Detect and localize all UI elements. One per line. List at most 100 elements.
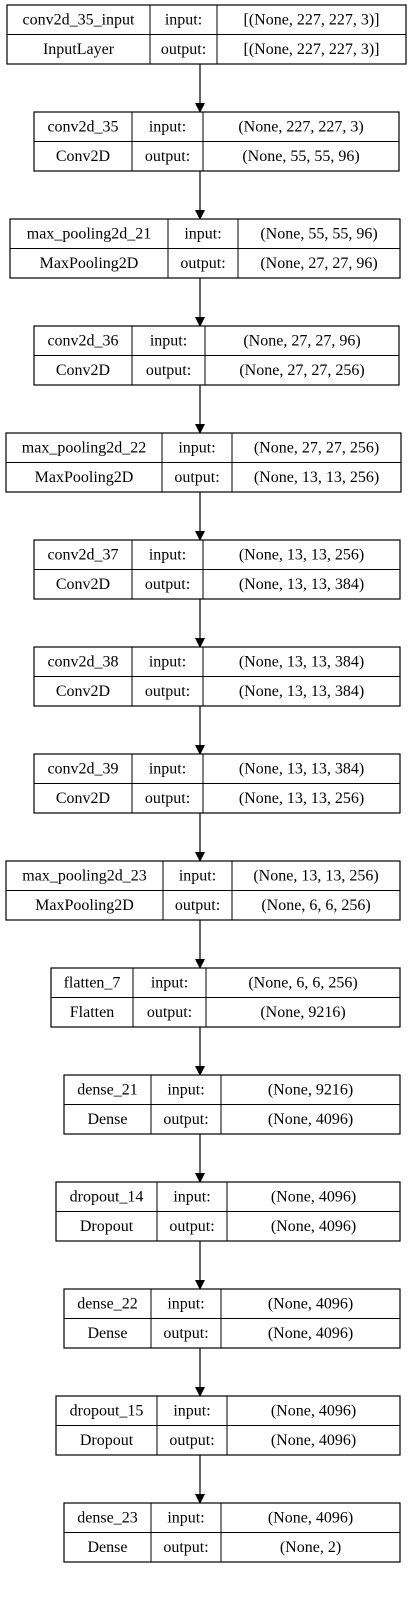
layer-type: MaxPooling2D	[35, 897, 134, 914]
output-label: output:	[145, 683, 190, 700]
output-shape: (None, 13, 13, 256)	[254, 469, 379, 486]
layer-type: Conv2D	[56, 576, 110, 593]
output-label: output:	[169, 1218, 214, 1235]
output-label: output:	[169, 1432, 214, 1449]
input-shape: (None, 27, 27, 256)	[254, 439, 379, 456]
layer-name: dense_22	[77, 1295, 137, 1312]
input-label: input:	[173, 1402, 210, 1419]
input-label: input:	[167, 1081, 204, 1098]
output-shape: (None, 4096)	[268, 1111, 353, 1128]
layer-type: Conv2D	[56, 790, 110, 807]
input-shape: (None, 4096)	[271, 1402, 356, 1419]
input-shape: (None, 9216)	[268, 1081, 353, 1098]
input-label: input:	[150, 332, 187, 349]
layer-name: conv2d_36	[47, 332, 118, 349]
input-shape: (None, 13, 13, 384)	[239, 653, 364, 670]
input-shape: (None, 13, 13, 384)	[239, 760, 364, 777]
input-shape: (None, 4096)	[268, 1509, 353, 1526]
layer-name: max_pooling2d_23	[22, 867, 146, 884]
layer-type: MaxPooling2D	[40, 255, 139, 272]
input-label: input:	[149, 118, 186, 135]
output-label: output:	[174, 469, 219, 486]
layer-type: Conv2D	[56, 148, 110, 165]
layer-type: Conv2D	[56, 683, 110, 700]
input-label: input:	[149, 546, 186, 563]
output-shape: [(None, 227, 227, 3)]	[244, 41, 380, 58]
output-shape: (None, 55, 55, 96)	[242, 148, 359, 165]
input-shape: (None, 4096)	[268, 1295, 353, 1312]
output-shape: (None, 27, 27, 256)	[239, 362, 364, 379]
layer-node: max_pooling2d_23MaxPooling2Dinput:output…	[5, 860, 401, 921]
output-shape: (None, 13, 13, 384)	[239, 683, 364, 700]
output-shape: (None, 4096)	[271, 1218, 356, 1235]
output-label: output:	[163, 1111, 208, 1128]
layer-type: Dropout	[80, 1432, 134, 1449]
input-shape: [(None, 227, 227, 3)]	[244, 11, 380, 28]
layer-name: conv2d_38	[47, 653, 118, 670]
output-label: output:	[145, 576, 190, 593]
layer-type: Dense	[88, 1539, 128, 1556]
output-shape: (None, 13, 13, 384)	[239, 576, 364, 593]
layer-type: Dropout	[80, 1218, 134, 1235]
input-label: input:	[179, 867, 216, 884]
output-shape: (None, 6, 6, 256)	[261, 897, 370, 914]
input-shape: (None, 227, 227, 3)	[238, 118, 363, 135]
input-label: input:	[149, 760, 186, 777]
input-shape: (None, 27, 27, 96)	[243, 332, 360, 349]
layer-type: InputLayer	[43, 41, 115, 58]
output-label: output:	[161, 41, 206, 58]
input-shape: (None, 6, 6, 256)	[248, 974, 357, 991]
input-label: input:	[167, 1509, 204, 1526]
layer-type: Dense	[88, 1111, 128, 1128]
layer-type: Conv2D	[56, 362, 110, 379]
input-shape: (None, 4096)	[271, 1188, 356, 1205]
output-label: output:	[180, 255, 225, 272]
layer-name: conv2d_35	[47, 118, 118, 135]
layer-type: Flatten	[70, 1004, 114, 1021]
output-label: output:	[145, 790, 190, 807]
input-label: input:	[165, 11, 202, 28]
output-label: output:	[147, 1004, 192, 1021]
layer-name: dropout_15	[70, 1402, 144, 1419]
output-shape: (None, 27, 27, 96)	[260, 255, 377, 272]
output-shape: (None, 4096)	[268, 1325, 353, 1342]
input-shape: (None, 13, 13, 256)	[253, 867, 378, 884]
layer-type: MaxPooling2D	[35, 469, 134, 486]
layer-name: conv2d_39	[47, 760, 118, 777]
layer-name: max_pooling2d_22	[22, 439, 146, 456]
input-label: input:	[167, 1295, 204, 1312]
input-shape: (None, 55, 55, 96)	[260, 225, 377, 242]
output-shape: (None, 4096)	[271, 1432, 356, 1449]
input-shape: (None, 13, 13, 256)	[239, 546, 364, 563]
input-label: input:	[151, 974, 188, 991]
output-label: output:	[145, 148, 190, 165]
layer-name: max_pooling2d_21	[27, 225, 151, 242]
output-shape: (None, 2)	[280, 1539, 341, 1556]
layer-name: dropout_14	[70, 1188, 144, 1205]
input-label: input:	[173, 1188, 210, 1205]
layer-name: conv2d_35_input	[23, 11, 136, 28]
input-label: input:	[149, 653, 186, 670]
layer-name: dense_21	[77, 1081, 137, 1098]
output-label: output:	[163, 1539, 208, 1556]
input-label: input:	[184, 225, 221, 242]
layer-name: dense_23	[77, 1509, 137, 1526]
input-label: input:	[178, 439, 215, 456]
layer-type: Dense	[88, 1325, 128, 1342]
